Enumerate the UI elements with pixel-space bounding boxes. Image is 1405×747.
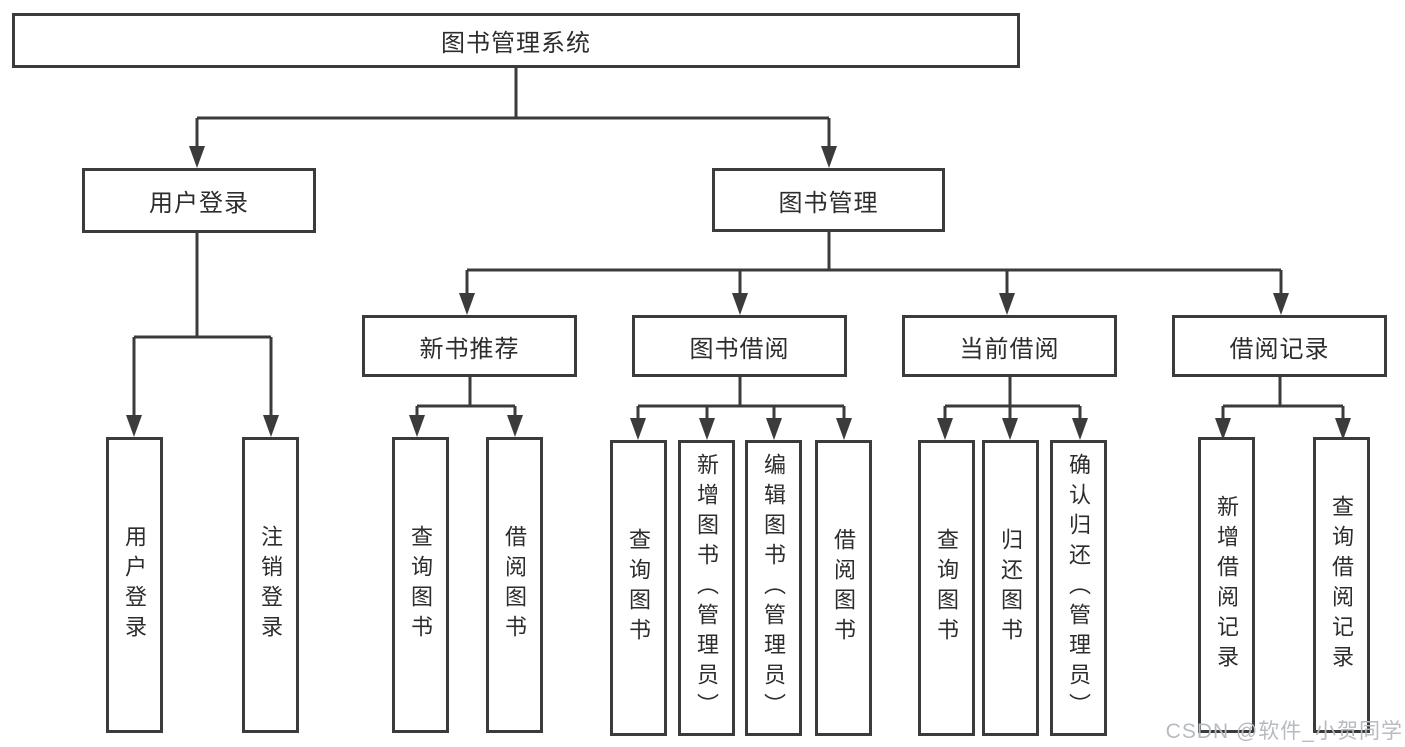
- borrow-record-label: 借阅记录: [1229, 335, 1330, 363]
- book-borrow-node: 图书借阅: [632, 315, 847, 377]
- leaf-user-login: 用户登录: [106, 437, 163, 733]
- current-borrow-label: 当前借阅: [959, 335, 1060, 363]
- book-management-node: 图书管理: [712, 168, 945, 232]
- leaf-recommend-borrow-book: 借阅图书: [486, 437, 543, 733]
- leaf-add-book-admin: 新增图书（管理员）: [678, 440, 735, 736]
- leaf-current-query-book: 查询图书: [918, 440, 975, 736]
- current-borrow-node: 当前借阅: [902, 315, 1117, 377]
- leaf-return-book: 归还图书: [982, 440, 1039, 736]
- leaf-add-borrow-record: 新增借阅记录: [1198, 437, 1255, 733]
- root-node-label: 图书管理系统: [441, 30, 591, 57]
- book-management-node-label: 图书管理: [778, 189, 879, 217]
- new-book-recommend-node: 新书推荐: [362, 315, 577, 377]
- leaf-edit-book-admin: 编辑图书（管理员）: [745, 440, 802, 736]
- leaf-logout: 注销登录: [242, 437, 299, 733]
- leaf-recommend-query-book: 查询图书: [392, 437, 449, 733]
- leaf-borrow-book: 借阅图书: [815, 440, 872, 736]
- book-borrow-label: 图书借阅: [689, 335, 790, 363]
- borrow-record-node: 借阅记录: [1172, 315, 1387, 377]
- leaf-query-borrow-record: 查询借阅记录: [1313, 437, 1370, 733]
- leaf-confirm-return-admin: 确认归还（管理员）: [1050, 440, 1107, 736]
- root-node: 图书管理系统: [12, 13, 1020, 68]
- user-login-node-label: 用户登录: [149, 190, 249, 217]
- user-login-node: 用户登录: [82, 168, 316, 233]
- csdn-watermark: CSDN @软件_小贺同学: [1165, 720, 1403, 743]
- leaf-borrow-query-book: 查询图书: [610, 440, 667, 736]
- new-book-recommend-label: 新书推荐: [419, 335, 520, 363]
